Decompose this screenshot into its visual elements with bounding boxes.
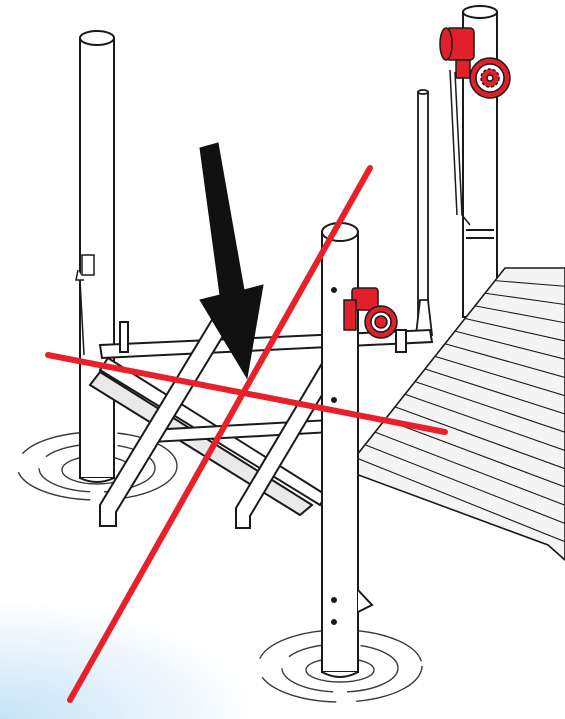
deck-slat: [414, 381, 565, 433]
deck-slat: [404, 393, 565, 452]
deck-slat: [464, 317, 565, 342]
winch-front-pole: [343, 287, 398, 339]
deck-slat: [434, 355, 565, 397]
deck-slat: [374, 431, 565, 506]
left-pole-bracket: [75, 254, 95, 356]
deck-slat: [384, 418, 565, 488]
deck-slat: [454, 330, 565, 360]
deck-slat: [424, 368, 565, 415]
deck-slat: [444, 343, 565, 379]
red-line-diagonal: [67, 165, 373, 703]
dock-deck-panel: [343, 267, 565, 562]
red-line-horizontal: [45, 352, 448, 435]
deck-slat: [354, 456, 565, 543]
winch-top-right: [439, 27, 511, 99]
corner-glow: [0, 600, 260, 719]
deck-slat: [394, 406, 565, 470]
deck-slat: [364, 444, 565, 525]
deck-slat: [494, 280, 565, 287]
deck-slat: [474, 305, 565, 324]
pole-thin-rod: [414, 89, 434, 336]
black-arrow: [199, 142, 264, 380]
deck-slat: [484, 292, 565, 306]
winch-cable: [449, 69, 471, 226]
